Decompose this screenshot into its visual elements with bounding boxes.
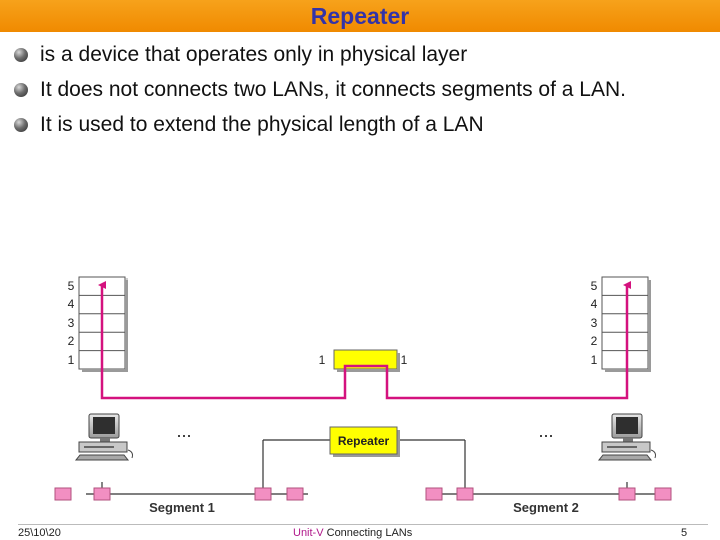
left-layer-3: 3 (68, 316, 75, 330)
right-layer-4: 4 (591, 297, 598, 311)
bullet-item: is a device that operates only in physic… (14, 40, 714, 75)
bullet-text: It is used to extend the physical length… (40, 113, 484, 136)
bullet-item: It is used to extend the physical length… (14, 110, 714, 145)
computer-icon (74, 413, 133, 461)
segment-taps (54, 487, 672, 501)
slide-title: Repeater (310, 3, 410, 29)
bullet-item: It does not connects two LANs, it connec… (14, 75, 714, 110)
repeater-device: Repeater (329, 426, 400, 457)
right-layer-1: 1 (591, 353, 598, 367)
right-layer-3: 3 (591, 316, 598, 330)
footer-divider (18, 524, 708, 525)
tap (54, 487, 72, 501)
left-layer-stack: 5 4 3 2 1 (68, 276, 128, 372)
tap (618, 487, 636, 501)
tap (286, 487, 304, 501)
footer-course: Unit-V Connecting LANs (293, 527, 412, 539)
bullet-text: It does not connects two LANs, it connec… (40, 78, 626, 101)
segment-2-label: Segment 2 (513, 500, 579, 515)
footer-unit: Unit-V (293, 527, 324, 539)
footer-topic: Connecting LANs (323, 527, 413, 539)
right-layer-stack: 5 4 3 2 1 (591, 276, 651, 372)
repeater-left-layer-label: 1 (319, 353, 326, 367)
bullet-icon (14, 83, 28, 97)
left-layer-5: 5 (68, 279, 75, 293)
left-layer-2: 2 (68, 334, 75, 348)
repeater-right-layer-label: 1 (401, 353, 408, 367)
tap (425, 487, 443, 501)
bullet-list: is a device that operates only in physic… (14, 40, 714, 145)
bullet-icon (14, 48, 28, 62)
bullet-icon (14, 118, 28, 132)
left-layer-4: 4 (68, 297, 75, 311)
right-layer-2: 2 (591, 334, 598, 348)
computer-icon (597, 413, 656, 461)
ellipsis-right: ... (538, 421, 553, 441)
repeater-label: Repeater (338, 434, 390, 448)
repeater-physical-layer: 1 1 (319, 349, 408, 372)
title-bar (0, 0, 720, 32)
tap (254, 487, 272, 501)
data-flow-path (98, 281, 631, 400)
bullet-text: is a device that operates only in physic… (40, 43, 468, 66)
ellipsis-left: ... (176, 421, 191, 441)
right-layer-5: 5 (591, 279, 598, 293)
tap (654, 487, 672, 501)
tap (456, 487, 474, 501)
left-layer-1: 1 (68, 353, 75, 367)
footer-date: 25\10\20 (18, 527, 61, 539)
tap (93, 487, 111, 501)
segment-1-label: Segment 1 (149, 500, 215, 515)
footer-page-number: 5 (681, 527, 688, 539)
